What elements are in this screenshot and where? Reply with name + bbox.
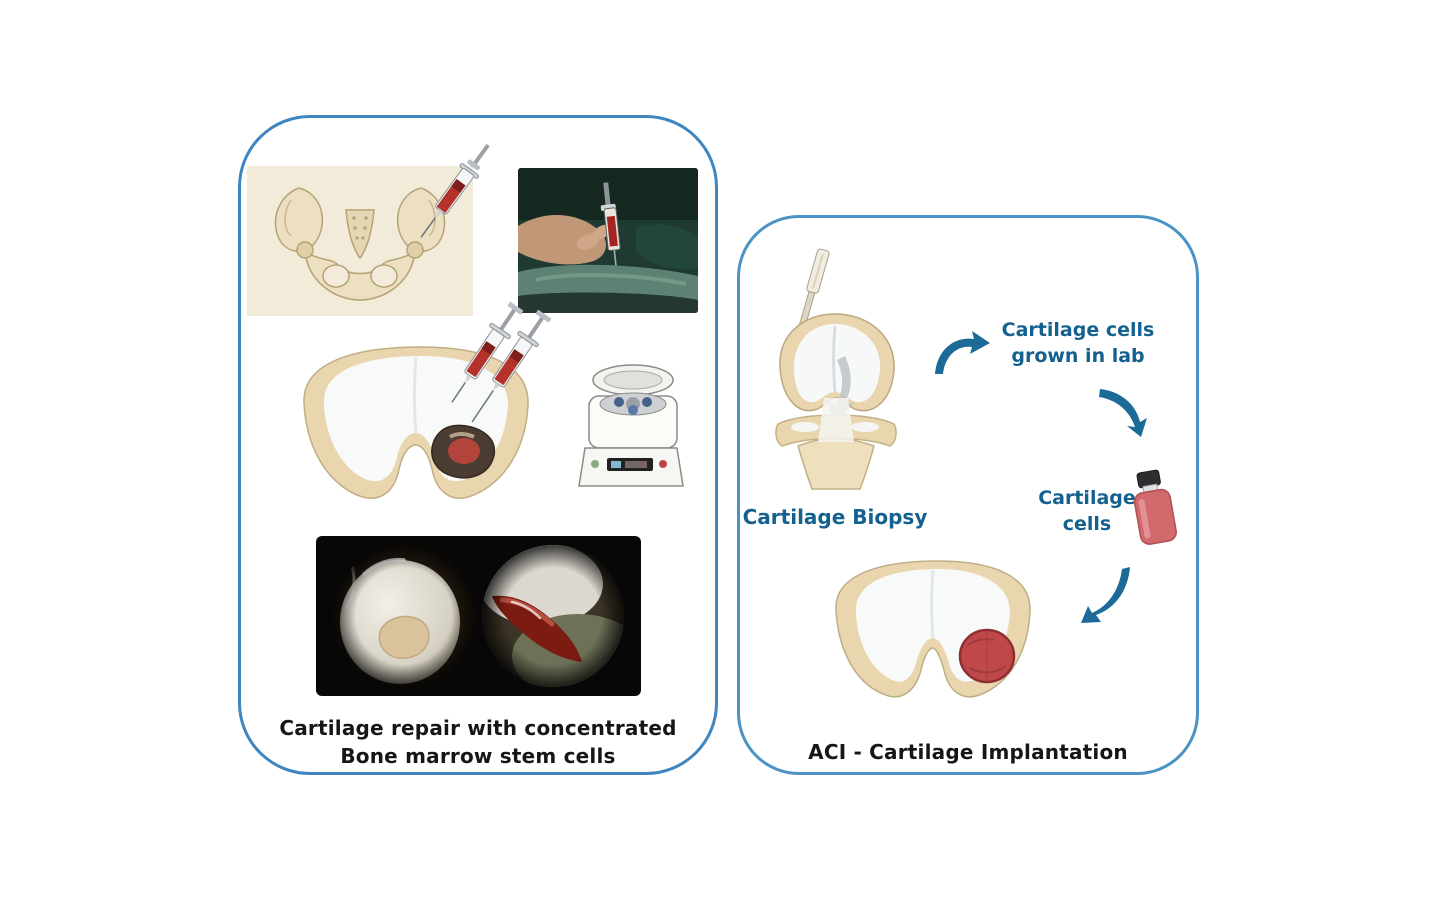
aci-panel: Cartilage Biopsy Cartilage cells grown i… <box>737 215 1199 775</box>
knee-biopsy-illustration <box>750 248 920 491</box>
pelvis-illustration <box>247 166 473 316</box>
left-caption: Cartilage repair with concentrated Bone … <box>241 714 715 771</box>
pelvis-drawing <box>247 166 473 316</box>
curved-arrow-icon <box>1096 386 1150 438</box>
cells-label-line1: Cartilage <box>1038 487 1136 509</box>
cells-label-line2: cells <box>1062 512 1112 535</box>
arthroscopy-images <box>316 536 641 696</box>
curved-arrow-icon <box>1078 564 1134 624</box>
syringe-icon <box>471 309 552 423</box>
curved-arrow-icon <box>932 330 992 376</box>
grown-label-line1: Cartilage cells <box>1001 319 1155 341</box>
cell-vial-icon <box>1120 466 1189 553</box>
centrifuge-icon <box>575 360 687 492</box>
grown-label-line2: grown in lab <box>1011 344 1145 367</box>
surgical-photo <box>518 168 698 313</box>
biopsy-label: Cartilage Biopsy <box>742 505 928 529</box>
grown-in-lab-label: Cartilage cells grown in lab <box>998 318 1158 369</box>
right-caption: ACI - Cartilage Implantation <box>808 740 1128 764</box>
knee-implant-illustration <box>802 548 1064 716</box>
knee-injection-illustration <box>266 301 566 525</box>
arthroscopy-image-right <box>482 545 624 687</box>
arthroscopy-image-left <box>333 545 475 687</box>
left-caption-line2: Bone marrow stem cells <box>340 744 616 769</box>
left-caption-line1: Cartilage repair with concentrated <box>279 716 677 740</box>
syringe-icon <box>451 301 524 403</box>
cartilage-cells-label: Cartilage cells <box>1032 486 1142 537</box>
syringe-icon <box>409 137 498 246</box>
bone-marrow-panel: Cartilage repair with concentrated Bone … <box>238 115 718 775</box>
